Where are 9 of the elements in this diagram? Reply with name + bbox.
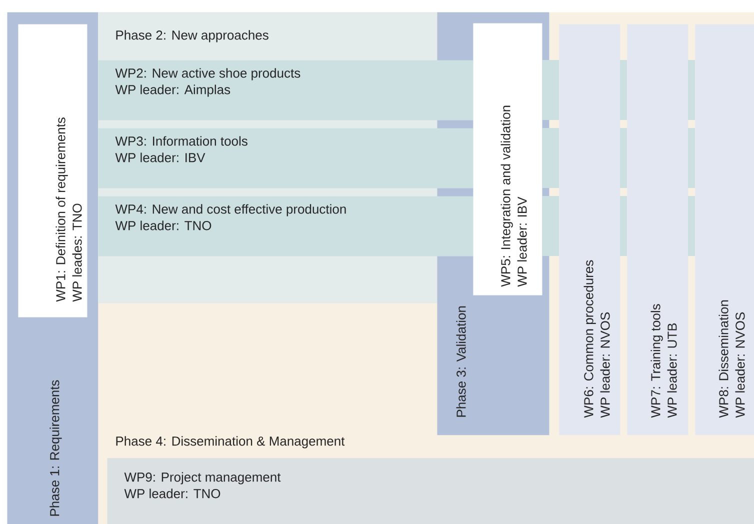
work-package-band: WP2: New active shoe products WP leader: Aimplas xyxy=(98,60,474,120)
work-package-band: WP3: Information tools WP leader: IBV xyxy=(98,128,474,188)
work-package-column: WP8: Dissemination WP leader: NVOS xyxy=(695,24,754,436)
work-package-box: WP5: Integration and validation WP leader: IBV xyxy=(473,23,542,296)
work-package-box: WP1: Definition of requirements WP leades: TNO xyxy=(18,24,88,318)
work-package-box: WP9: Project management WP leader: TNO xyxy=(107,458,754,524)
work-package-band: WP4: New and cost effective production WP leader: TNO xyxy=(98,196,474,256)
work-package-column: WP6: Common procedures WP leader: NVOS xyxy=(559,24,620,436)
work-package-column: WP7: Training tools WP leader: UTB xyxy=(627,24,688,436)
